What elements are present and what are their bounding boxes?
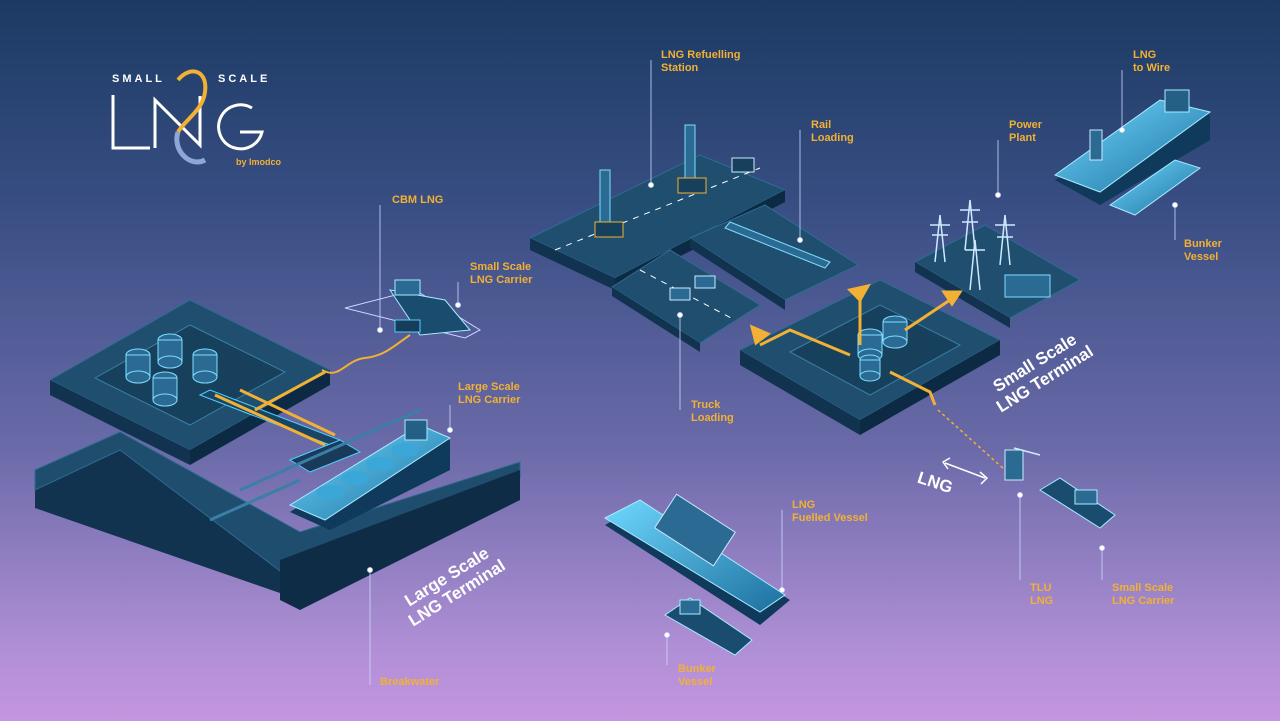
large-terminal-platform (48, 299, 332, 465)
lng-fuelled-cruise-ship (603, 493, 790, 625)
breakwater (34, 431, 521, 610)
cbm-small-carrier (321, 279, 482, 374)
bunker-vessel-bottom (664, 597, 753, 656)
power-plant-platform (913, 199, 1082, 328)
logo-by-imodco: by Imodco (236, 157, 282, 167)
truck-loading-platform (611, 249, 761, 352)
lng-to-wire-ships (1053, 89, 1212, 216)
logo-scale-text: SCALE (218, 73, 271, 85)
label-cbm-lng: CBM LNG (392, 194, 444, 206)
label-breakwater: Breakwater (380, 676, 440, 688)
label-leader-lines (367, 60, 1178, 685)
small-scale-lng-logo-mark (111, 69, 264, 165)
rail-loading-platform (688, 204, 860, 310)
distribution-flow-arrows (749, 283, 963, 406)
logo-small-text: SMALL (112, 73, 165, 85)
lng-flow-double-arrow (941, 457, 989, 485)
large-lng-carrier-ship (288, 419, 452, 530)
lng-storage-tanks-large (125, 333, 218, 407)
small-terminal-platform (738, 279, 1002, 435)
jetty-pipelines (198, 370, 421, 522)
tlu-and-small-carrier (937, 409, 1116, 529)
